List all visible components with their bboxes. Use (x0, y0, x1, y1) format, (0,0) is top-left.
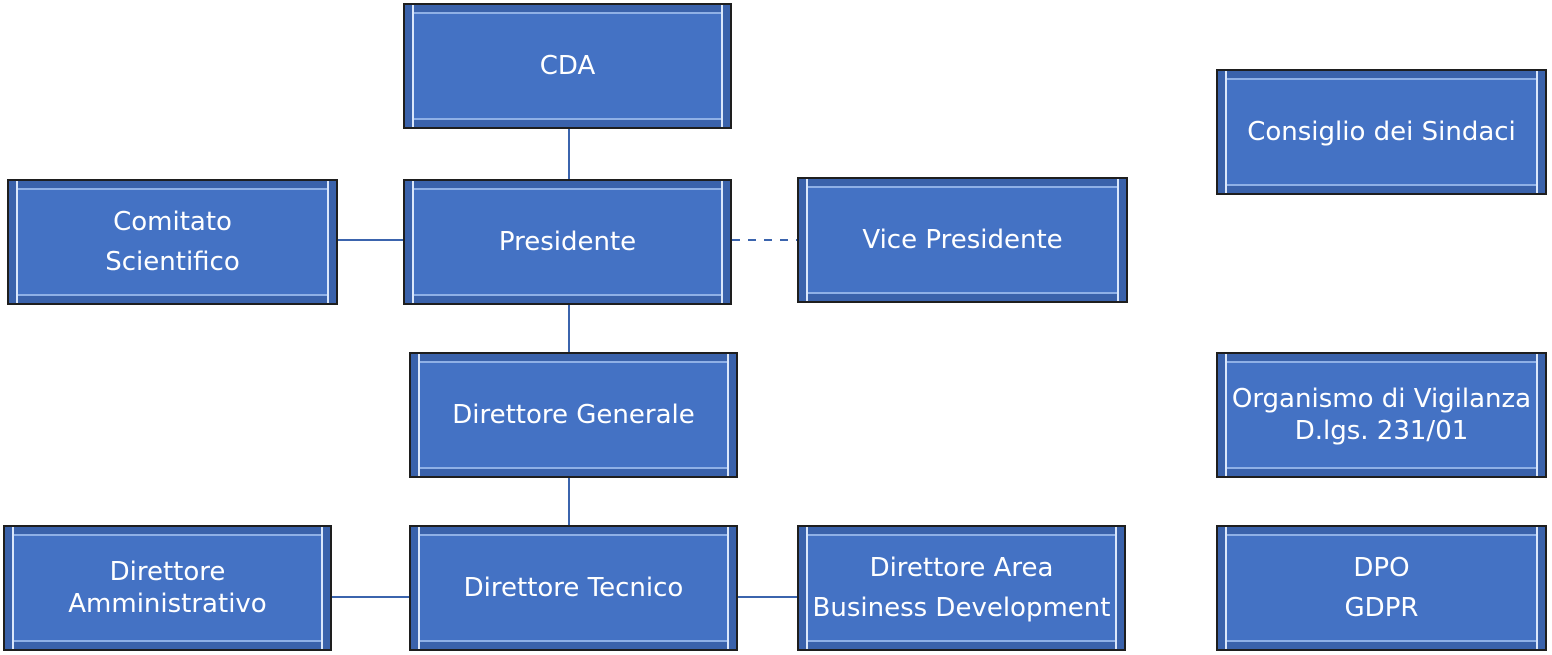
node-vice-presidente: Vice Presidente (797, 177, 1128, 303)
node-label-line-1: DPO (1353, 553, 1410, 583)
node-label: Direttore Tecnico (463, 573, 684, 603)
node-label-line-1: Comitato (113, 207, 232, 237)
node-label-line-2: Amministrativo (68, 589, 267, 619)
node-direttore-amministrativo: Direttore Amministrativo (3, 525, 332, 651)
node-label: Vice Presidente (862, 225, 1063, 255)
node-label: Direttore Generale (452, 400, 695, 430)
node-comitato-scientifico: Comitato Scientifico (7, 179, 338, 305)
node-consiglio-dei-sindaci: Consiglio dei Sindaci (1216, 69, 1547, 195)
node-label: CDA (539, 51, 596, 81)
node-label-line-1: Direttore (109, 557, 226, 587)
node-label: Presidente (498, 227, 637, 257)
node-presidente: Presidente (403, 179, 732, 305)
node-organismo-di-vigilanza: Organismo di Vigilanza D.lgs. 231/01 (1216, 352, 1547, 478)
node-label-line-2: GDPR (1344, 593, 1419, 623)
node-label-line-1: Organismo di Vigilanza (1231, 384, 1532, 414)
node-direttore-tecnico: Direttore Tecnico (409, 525, 738, 651)
node-label-line-2: Scientifico (105, 247, 240, 277)
node-direttore-area-business-development: Direttore Area Business Development (797, 525, 1126, 651)
node-label-line-2: D.lgs. 231/01 (1294, 416, 1469, 446)
node-dpo-gdpr: DPO GDPR (1216, 525, 1547, 651)
node-cda: CDA (403, 3, 732, 129)
node-direttore-generale: Direttore Generale (409, 352, 738, 478)
node-label-line-1: Direttore Area (869, 553, 1054, 583)
node-label: Consiglio dei Sindaci (1247, 117, 1516, 147)
node-label-line-2: Business Development (812, 593, 1111, 623)
